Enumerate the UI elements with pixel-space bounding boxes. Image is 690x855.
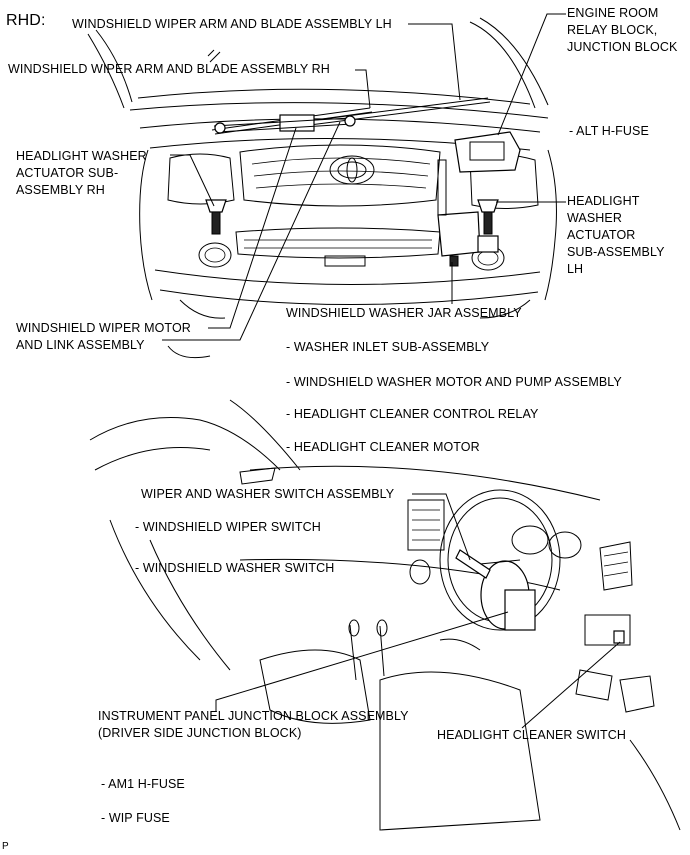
label-wiper-washer-switch: WIPER AND WASHER SWITCH ASSEMBLY — [141, 487, 395, 501]
label-headlight-cleaner-motor: - HEADLIGHT CLEANER MOTOR — [286, 440, 480, 454]
label-wiper-arm-lh: WINDSHIELD WIPER ARM AND BLADE ASSEMBLY … — [72, 17, 392, 31]
label-engine-room-relay-block: ENGINE ROOM RELAY BLOCK, JUNCTION BLOCK — [567, 6, 678, 54]
label-windshield-wiper-switch: - WINDSHIELD WIPER SWITCH — [135, 520, 321, 534]
label-headlight-washer-actuator-rh: HEADLIGHT WASHER ACTUATOR SUB- ASSEMBLY … — [16, 149, 147, 197]
label-windshield-washer-switch: - WINDSHIELD WASHER SWITCH — [135, 561, 335, 575]
label-wiper-motor-link: WINDSHIELD WIPER MOTOR AND LINK ASSEMBLY — [16, 321, 191, 352]
label-headlight-washer-actuator-lh: HEADLIGHT WASHER ACTUATOR SUB-ASSEMBLY L… — [567, 194, 665, 276]
label-wiper-arm-rh: WINDSHIELD WIPER ARM AND BLADE ASSEMBLY … — [8, 62, 330, 76]
label-washer-jar: WINDSHIELD WASHER JAR ASSEMBLY — [286, 306, 522, 320]
figure-code: P — [2, 841, 9, 852]
label-wip-fuse: - WIP FUSE — [101, 811, 170, 825]
label-alt-fuse: - ALT H-FUSE — [569, 124, 649, 138]
interior-dashboard-illustration — [89, 399, 681, 831]
leader-lines — [162, 13, 621, 729]
region-label-rhd: RHD: — [6, 12, 46, 29]
label-headlight-cleaner-switch: HEADLIGHT CLEANER SWITCH — [437, 728, 627, 742]
label-am1-fuse: - AM1 H-FUSE — [101, 777, 185, 791]
label-washer-inlet: - WASHER INLET SUB-ASSEMBLY — [286, 340, 490, 354]
vehicle-front-illustration — [87, 17, 557, 359]
label-washer-motor-pump: - WINDSHIELD WASHER MOTOR AND PUMP ASSEM… — [286, 375, 622, 389]
label-ip-junction-block: INSTRUMENT PANEL JUNCTION BLOCK ASSEMBLY… — [98, 709, 409, 740]
label-headlight-cleaner-relay: - HEADLIGHT CLEANER CONTROL RELAY — [286, 407, 539, 421]
